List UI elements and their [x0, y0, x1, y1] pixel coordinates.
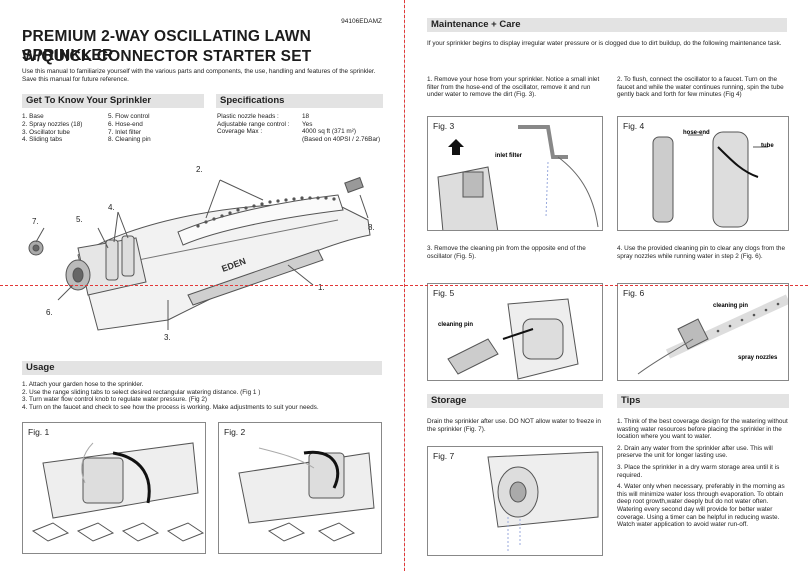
list-item: 1. Think of the best coverage design for…	[617, 418, 788, 441]
spec-value: 18	[302, 113, 310, 120]
list-item: 2. Use the range sliding tabs to select …	[22, 388, 261, 396]
list-item: 5. Flow control	[108, 113, 150, 120]
list-item: 3. Turn water flow control knob to regul…	[22, 396, 208, 404]
list-item: 4. Water only when necessary, preferably…	[617, 483, 785, 529]
spec-label	[217, 136, 302, 144]
list-item: 3. Oscillator tube	[22, 128, 70, 136]
parts-list-2: 5. Flow control 6. Hose-end 7. Inlet fil…	[108, 113, 151, 144]
fig-label: Fig. 4	[623, 121, 645, 131]
know-header: Get To Know Your Sprinkler	[22, 94, 204, 108]
fig-4-callout-2: tube	[761, 143, 774, 149]
list-item: 4. Turn on the faucet and check to see h…	[22, 403, 319, 411]
callout-5: 5.	[76, 215, 83, 224]
fig-label: Fig. 2	[224, 427, 246, 437]
callout-3: 3.	[164, 333, 171, 342]
fig-2: Fig. 2	[218, 422, 382, 554]
maintenance-step-3: 3. Remove the cleaning pin from the oppo…	[427, 245, 586, 260]
fig-7-illustration	[487, 451, 599, 552]
title-line-1: PREMIUM 2-WAY OSCILLATING LAWN SPRINKLER	[22, 28, 312, 64]
callout-6: 6.	[46, 308, 53, 317]
fold-line-vertical	[404, 0, 405, 571]
list-item: 1. Attach your garden hose to the sprink…	[22, 381, 144, 388]
parts-list-1: 1. Base 2. Spray nozzles (18) 3. Oscilla…	[22, 113, 82, 144]
spec-label: Coverage Max :	[217, 128, 263, 136]
callout-8: 8.	[368, 223, 375, 232]
fig-label: Fig. 1	[28, 427, 50, 437]
tips-list: 1. Think of the best coverage design for…	[617, 418, 789, 529]
fig-6-illustration: cleaning pin spray nozzles	[637, 294, 788, 375]
fig-label: Fig. 3	[433, 121, 455, 131]
left-page: 94106EDAMZ PREMIUM 2-WAY OSCILLATING LAW…	[22, 18, 387, 554]
fig-label: Fig. 7	[433, 451, 455, 461]
arrow-up-icon	[448, 139, 464, 155]
fig-1-illustration	[31, 442, 205, 542]
maintenance-intro: If your sprinkler begins to display irre…	[427, 40, 782, 47]
fig-3-illustration: inlet filter	[437, 125, 599, 230]
usage-header: Usage	[22, 361, 382, 375]
fig-label: Fig. 5	[433, 288, 455, 298]
spec-value: (Based on 40PSI / 2.76Bar)	[302, 135, 381, 143]
specs-header: Specifications	[216, 94, 383, 108]
tips-header: Tips	[617, 394, 789, 408]
fig-6-callout-1: cleaning pin	[713, 303, 748, 309]
usage-steps: 1. Attach your garden hose to the sprink…	[22, 381, 387, 411]
maintenance-step-1: 1. Remove your hose from your sprinkler.…	[427, 76, 600, 99]
spec-label: Plastic nozzle heads :	[217, 113, 279, 120]
fig-label: Fig. 6	[623, 288, 645, 298]
fig-6-callout-2: spray nozzles	[738, 355, 778, 361]
fig-2-illustration	[238, 447, 375, 542]
spec-value: Yes	[302, 120, 313, 128]
list-item: 2. Drain any water from the sprinkler af…	[617, 444, 773, 460]
maintenance-header: Maintenance + Care	[427, 18, 787, 32]
list-item: 6. Hose-end	[108, 120, 143, 128]
list-item: 4. Sliding tabs	[22, 136, 63, 144]
right-page: Maintenance + Care If your sprinkler beg…	[404, 0, 808, 571]
fig-4-callout-1: hose-end	[683, 130, 710, 136]
fig-5: Fig. 5 cleaning pin	[427, 283, 603, 381]
nozzle-dots	[196, 196, 336, 228]
fig-3: Fig. 3 inlet filter	[427, 116, 603, 231]
callout-2: 2.	[196, 165, 203, 174]
callout-4: 4.	[108, 203, 115, 212]
maintenance-step-4: 4. Use the provided cleaning pin to clea…	[617, 245, 786, 260]
list-item: 3. Place the sprinkler in a dry warm sto…	[617, 463, 780, 479]
callout-7: 7.	[32, 217, 39, 226]
storage-header: Storage	[427, 394, 603, 408]
spec-label: Adjustable range control :	[217, 120, 290, 128]
fig-1: Fig. 1	[22, 422, 206, 554]
spec-value: 4000 sq ft (371 m²)	[302, 128, 356, 136]
list-item: 1. Base	[22, 113, 44, 120]
list-item: 2. Spray nozzles (18)	[22, 120, 83, 128]
fig-4: Fig. 4 hose-end tube	[617, 116, 789, 231]
fig-4-illustration: hose-end tube	[652, 130, 774, 228]
title-line-2: W/QUICK CONNECTOR STARTER SET	[22, 48, 312, 65]
fig-6: Fig. 6 cleaning pin spray nozzles	[617, 283, 789, 381]
list-item: 7. Inlet filter	[108, 128, 142, 136]
fig-5-illustration: cleaning pin	[438, 298, 579, 380]
fig-7: Fig. 7	[427, 446, 603, 556]
callout-1: 1.	[318, 283, 325, 292]
doc-code: 94106EDAMZ	[341, 18, 382, 25]
sprinkler-diagram: EDEN 1. 2. 3. 4. 5. 6. 7. 8.	[28, 165, 375, 342]
specs-table: Plastic nozzle heads : 18 Adjustable rang…	[217, 113, 380, 143]
fig-5-callout: cleaning pin	[438, 322, 473, 328]
maintenance-step-2: 2. To flush, connect the oscillator to a…	[617, 76, 784, 99]
fig-3-callout: inlet filter	[495, 153, 523, 159]
intro-text: Use this manual to familiarize yourself …	[22, 68, 376, 83]
list-item: 8. Cleaning pin	[108, 136, 151, 144]
storage-text: Drain the sprinkler after use. DO NOT al…	[427, 418, 601, 433]
